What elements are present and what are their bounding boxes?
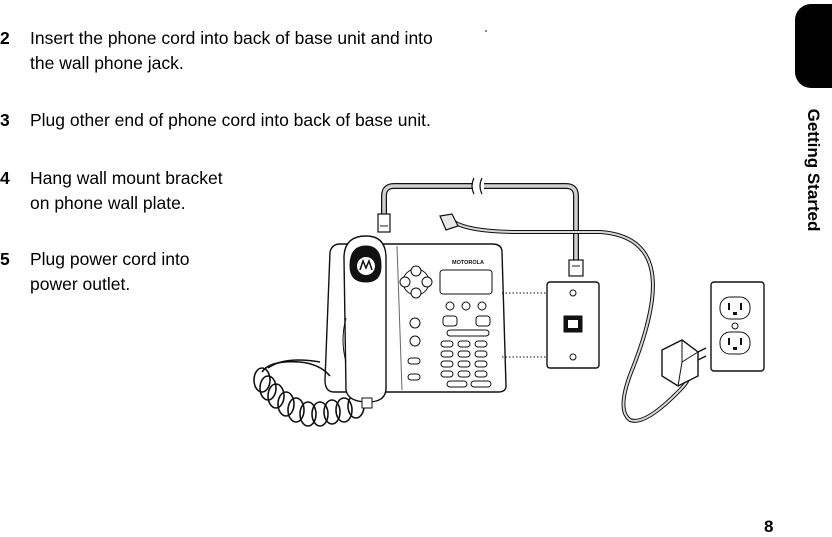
- phone-wall-plate: [546, 281, 600, 369]
- step-text-line: Insert the phone cord into back of base …: [30, 28, 433, 48]
- dc-plug-icon: [439, 213, 459, 231]
- step-4: 4 Hang wall mount bracket on phone wall …: [0, 166, 260, 216]
- step-3: 3 Plug other end of phone cord into back…: [0, 108, 480, 133]
- step-number: 3: [0, 110, 10, 130]
- modular-plug-icon: [568, 259, 584, 277]
- step-text-line: the wall phone jack.: [30, 53, 184, 73]
- motorola-logo-icon: [357, 257, 375, 275]
- step-5: 5 Plug power cord into power outlet.: [0, 247, 260, 297]
- power-cord: [439, 213, 692, 423]
- step-text-line: on phone wall plate.: [30, 193, 186, 213]
- display-screen: [439, 269, 493, 295]
- handset: [342, 235, 387, 409]
- keypad: [440, 340, 488, 378]
- phone-cord: [377, 177, 584, 277]
- power-adapter-icon: [661, 339, 707, 387]
- power-outlet-icon: [710, 281, 765, 372]
- step-number: 5: [0, 249, 10, 269]
- coiled-cord: [253, 359, 365, 427]
- section-tab: [795, 4, 832, 88]
- step-text-line: power outlet.: [30, 274, 131, 294]
- step-2: 2 Insert the phone cord into back of bas…: [0, 26, 480, 76]
- step-number: 2: [0, 28, 10, 48]
- page-number: 8: [764, 517, 774, 536]
- step-text-line: Plug power cord into: [30, 249, 190, 269]
- modular-plug-icon: [377, 213, 391, 233]
- step-text-line: Hang wall mount bracket: [30, 168, 223, 188]
- step-number: 4: [0, 168, 10, 188]
- brand-text: MOTOROLA: [452, 260, 484, 266]
- step-text-line: Plug other end of phone cord into back o…: [30, 110, 431, 130]
